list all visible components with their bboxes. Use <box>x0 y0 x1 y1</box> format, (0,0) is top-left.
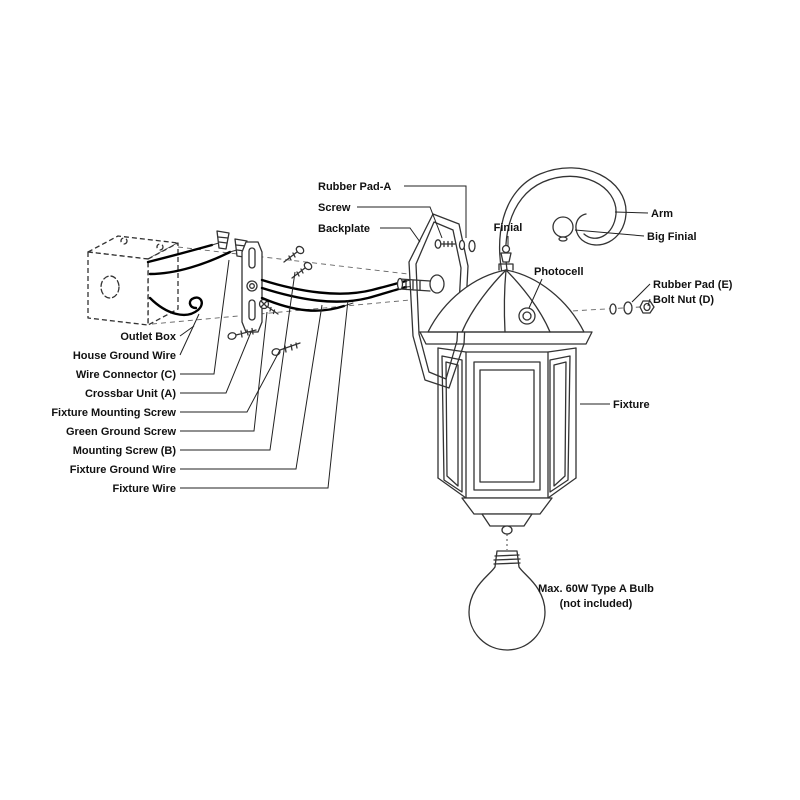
label-fixture-mounting-screw: Fixture Mounting Screw <box>51 407 176 419</box>
finial-drawing <box>500 244 512 263</box>
fixture-ground-wire-drawing <box>260 296 346 312</box>
label-bulb-note-line2: (not included) <box>560 598 633 610</box>
bulb-drawing <box>468 534 546 651</box>
leader-lines <box>179 185 651 489</box>
labels: Rubber Pad-A Screw Backplate Finial Arm … <box>51 181 732 610</box>
screw-and-rubber-pad-a-drawing <box>434 239 476 253</box>
label-rubber-pad-e: Rubber Pad (E) <box>653 279 733 291</box>
arm-drawing <box>498 167 627 287</box>
label-bulb-note-line1: Max. 60W Type A Bulb <box>538 583 654 595</box>
mounting-screws-b-drawing <box>283 245 313 279</box>
label-wire-connector-c: Wire Connector (C) <box>76 369 176 381</box>
lantern-roof-drawing <box>419 263 593 345</box>
label-fixture: Fixture <box>613 399 650 411</box>
label-crossbar-unit-a: Crossbar Unit (A) <box>85 388 176 400</box>
label-outlet-box: Outlet Box <box>120 331 176 343</box>
label-rubber-pad-a: Rubber Pad-A <box>318 181 391 193</box>
rubber-pad-e-and-bolt-nut-drawing <box>609 300 655 315</box>
label-backplate: Backplate <box>318 223 370 235</box>
alignment-lines <box>151 246 641 325</box>
fixture-mounting-screws-drawing <box>227 327 301 356</box>
label-arm: Arm <box>651 208 673 220</box>
label-green-ground-screw: Green Ground Screw <box>66 426 176 438</box>
photocell-drawing <box>518 307 536 325</box>
label-finial: Finial <box>494 222 523 234</box>
label-mounting-screw-b: Mounting Screw (B) <box>73 445 177 457</box>
label-screw: Screw <box>318 202 351 214</box>
label-house-ground-wire: House Ground Wire <box>73 350 176 362</box>
big-finial-drawing <box>552 216 574 242</box>
green-ground-screw-drawing <box>258 298 279 315</box>
lantern-body-drawing <box>437 347 577 535</box>
label-photocell: Photocell <box>534 266 584 278</box>
outlet-box-drawing <box>87 235 179 326</box>
crossbar-drawing <box>241 241 263 333</box>
label-fixture-wire: Fixture Wire <box>113 483 176 495</box>
fixture-wires-drawing <box>260 278 417 312</box>
house-ground-wire-drawing <box>148 296 203 317</box>
label-big-finial: Big Finial <box>647 231 697 243</box>
label-bolt-nut-d: Bolt Nut (D) <box>653 294 714 306</box>
label-fixture-ground-wire: Fixture Ground Wire <box>70 464 176 476</box>
